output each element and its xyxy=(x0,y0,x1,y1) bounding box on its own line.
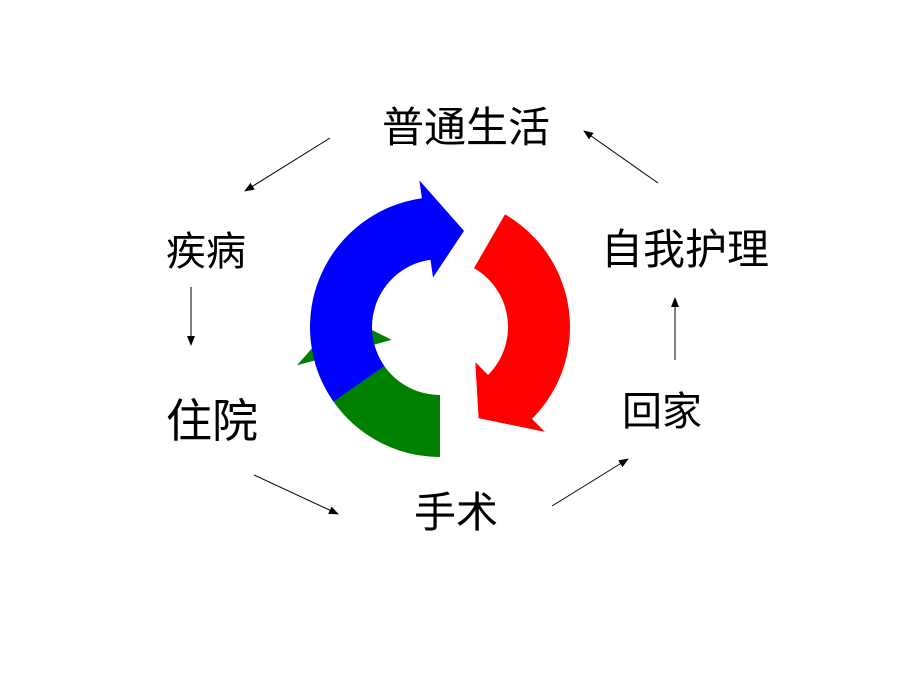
stage-label-disease: 疾病 xyxy=(166,229,246,275)
stage-label-hospitalization: 住院 xyxy=(166,394,258,448)
arrow-surgery-to-go-home xyxy=(551,458,629,507)
connector-arrows xyxy=(187,130,679,515)
recycle-arrows-icon xyxy=(297,180,570,457)
stage-label-surgery: 手术 xyxy=(413,488,499,537)
arrow-normal-life-to-disease xyxy=(244,137,331,192)
stage-label-normal-life: 普通生活 xyxy=(381,103,551,152)
stage-label-go-home: 回家 xyxy=(622,389,702,435)
arrow-hospitalization-to-surgery xyxy=(253,474,339,515)
ring-segment-blue xyxy=(309,180,464,402)
arrow-self-care-to-normal-life xyxy=(583,130,659,184)
stage-label-self-care: 自我护理 xyxy=(600,225,770,274)
ring-segment-red-head xyxy=(475,338,568,432)
